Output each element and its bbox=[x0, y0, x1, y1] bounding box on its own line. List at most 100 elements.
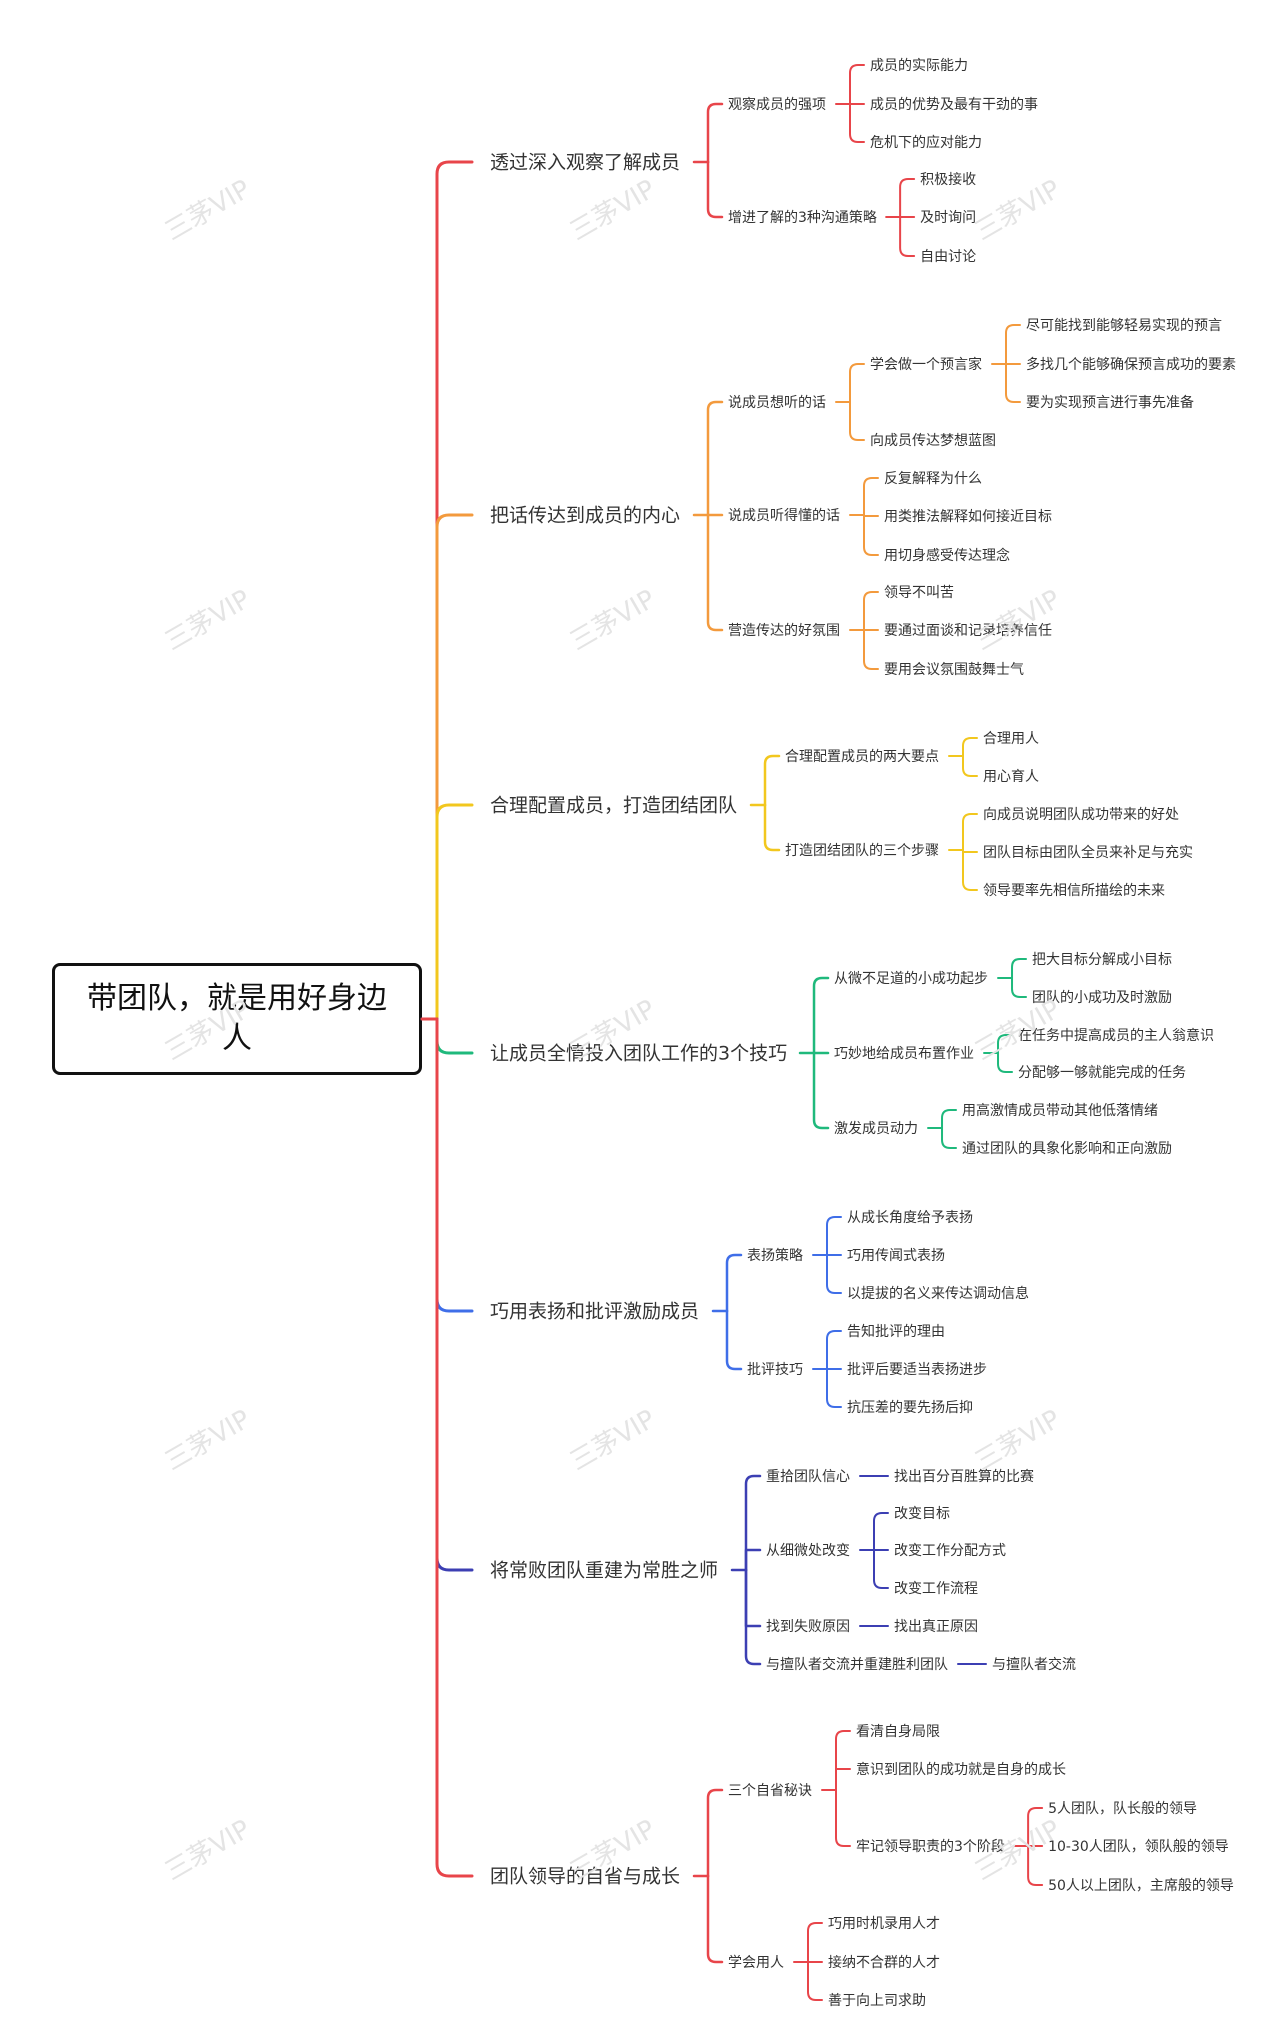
branch-3-label[interactable]: 让成员全情投入团队工作的3个技巧 bbox=[490, 1043, 787, 1065]
node-0-0-0[interactable]: 成员的实际能力 bbox=[870, 58, 968, 74]
node-6-0-1[interactable]: 意识到团队的成功就是自身的成长 bbox=[856, 1761, 1066, 1778]
node-3-2-link-0 bbox=[941, 1109, 958, 1129]
node-1-2[interactable]: 营造传达的好氛围 bbox=[728, 623, 840, 639]
root-node[interactable]: 带团队，就是用好身边人 bbox=[52, 963, 422, 1075]
node-6-1-2[interactable]: 善于向上司求助 bbox=[828, 1993, 926, 2009]
node-5-3-0[interactable]: 与擅队者交流 bbox=[992, 1656, 1076, 1673]
node-6-1[interactable]: 学会用人 bbox=[728, 1955, 784, 1971]
node-3-0-0[interactable]: 把大目标分解成小目标 bbox=[1032, 952, 1172, 968]
node-2-1[interactable]: 打造团结团队的三个步骤 bbox=[785, 842, 939, 859]
node-0-0[interactable]: 观察成员的强项 bbox=[728, 96, 826, 113]
node-6-1-1[interactable]: 接纳不合群的人才 bbox=[828, 1954, 940, 1971]
node-6-1-0[interactable]: 巧用时机录用人才 bbox=[828, 1916, 940, 1932]
node-3-2-1[interactable]: 通过团队的具象化影响和正向激励 bbox=[962, 1140, 1172, 1157]
node-5-0-0[interactable]: 找出百分百胜算的比赛 bbox=[894, 1469, 1034, 1485]
node-5-3[interactable]: 与擅队者交流并重建胜利团队 bbox=[766, 1656, 948, 1673]
node-6-0[interactable]: 三个自省秘诀 bbox=[728, 1783, 812, 1799]
node-4-0-1[interactable]: 巧用传闻式表扬 bbox=[847, 1248, 945, 1264]
node-1-2-0[interactable]: 领导不叫苦 bbox=[884, 585, 954, 601]
node-1-0-0-0[interactable]: 尽可能找到能够轻易实现的预言 bbox=[1026, 318, 1222, 334]
node-1-1-1[interactable]: 用类推法解释如何接近目标 bbox=[884, 508, 1052, 525]
node-4-0-0[interactable]: 从成长角度给予表扬 bbox=[847, 1210, 973, 1226]
node-5-1-0[interactable]: 改变目标 bbox=[894, 1506, 950, 1522]
node-2-0-1[interactable]: 用心育人 bbox=[983, 769, 1039, 785]
node-3-2-0[interactable]: 用高激情成员带动其他低落情绪 bbox=[962, 1102, 1158, 1119]
node-6-1-link-0 bbox=[807, 1922, 823, 1963]
trunk-link-5 bbox=[420, 1017, 474, 1572]
branch-0-label[interactable]: 透过深入观察了解成员 bbox=[490, 152, 680, 174]
node-4-1-2[interactable]: 抗压差的要先扬后抑 bbox=[847, 1400, 973, 1416]
node-0-1-0[interactable]: 积极接收 bbox=[920, 171, 976, 188]
node-1-0-0-2[interactable]: 要为实现预言进行事先准备 bbox=[1026, 394, 1194, 411]
node-4-0-2[interactable]: 以提拔的名义来传达调动信息 bbox=[847, 1285, 1029, 1302]
node-4-0-link-2 bbox=[826, 1254, 842, 1294]
node-6-1-link-2 bbox=[807, 1961, 823, 2001]
node-4-1-link-2 bbox=[826, 1368, 842, 1408]
node-3-1-0[interactable]: 在任务中提高成员的主人翁意识 bbox=[1018, 1027, 1214, 1044]
node-2-1-0[interactable]: 向成员说明团队成功带来的好处 bbox=[983, 807, 1179, 823]
node-1-1-2[interactable]: 用切身感受传达理念 bbox=[884, 547, 1010, 564]
node-1-1-0[interactable]: 反复解释为什么 bbox=[884, 470, 982, 487]
node-5-1-2[interactable]: 改变工作流程 bbox=[894, 1581, 978, 1597]
node-0-0-2[interactable]: 危机下的应对能力 bbox=[870, 134, 982, 151]
node-2-0-0[interactable]: 合理用人 bbox=[983, 731, 1039, 747]
node-5-1[interactable]: 从细微处改变 bbox=[766, 1543, 850, 1559]
node-3-0[interactable]: 从微不足道的小成功起步 bbox=[834, 971, 988, 987]
node-6-0-2-1[interactable]: 10-30人团队，领队般的领导 bbox=[1048, 1839, 1229, 1855]
node-4-1-0[interactable]: 告知批评的理由 bbox=[847, 1323, 945, 1340]
node-6-0-2[interactable]: 牢记领导职责的3个阶段 bbox=[856, 1839, 1005, 1855]
node-1-2-1[interactable]: 要通过面谈和记录培养信任 bbox=[884, 623, 1052, 639]
node-1-1-link-1 bbox=[863, 514, 879, 517]
node-6-0-2-2[interactable]: 50人以上团队，主席般的领导 bbox=[1048, 1878, 1234, 1894]
branch-4-link-0 bbox=[725, 1253, 743, 1313]
trunk-link-0 bbox=[420, 160, 474, 1021]
node-4-1[interactable]: 批评技巧 bbox=[747, 1362, 803, 1378]
node-1-0-link-0 bbox=[849, 363, 865, 403]
node-4-1-1[interactable]: 批评后要适当表扬进步 bbox=[847, 1362, 987, 1378]
node-1-2-2[interactable]: 要用会议氛围鼓舞士气 bbox=[884, 662, 1024, 678]
trunk-link-2 bbox=[420, 803, 474, 1021]
node-3-1[interactable]: 巧妙地给成员布置作业 bbox=[834, 1046, 974, 1062]
node-3-2[interactable]: 激发成员动力 bbox=[834, 1120, 918, 1137]
node-1-1[interactable]: 说成员听得懂的话 bbox=[728, 507, 840, 524]
branch-5-label[interactable]: 将常败团队重建为常胜之师 bbox=[490, 1560, 718, 1582]
node-3-0-1[interactable]: 团队的小成功及时激励 bbox=[1032, 989, 1172, 1006]
branch-4-label[interactable]: 巧用表扬和批评激励成员 bbox=[490, 1301, 699, 1323]
node-2-1-link-2 bbox=[962, 849, 978, 891]
node-3-0-link-0 bbox=[1011, 958, 1028, 979]
trunk-link-1 bbox=[420, 513, 474, 1021]
node-2-1-2[interactable]: 领导要率先相信所描绘的未来 bbox=[983, 882, 1165, 899]
node-2-1-1[interactable]: 团队目标由团队全员来补足与充实 bbox=[983, 844, 1193, 861]
branch-6-label[interactable]: 团队领导的自省与成长 bbox=[490, 1866, 680, 1888]
node-0-1[interactable]: 增进了解的3种沟通策略 bbox=[728, 209, 877, 226]
branch-5-link-2 bbox=[744, 1568, 762, 1628]
node-0-1-2[interactable]: 自由讨论 bbox=[920, 249, 976, 265]
node-5-2-0[interactable]: 找出真正原因 bbox=[894, 1619, 978, 1635]
node-2-1-link-1 bbox=[962, 849, 978, 853]
node-5-1-1[interactable]: 改变工作分配方式 bbox=[894, 1543, 1006, 1559]
node-6-0-0[interactable]: 看清自身局限 bbox=[856, 1724, 940, 1740]
node-1-0-0-1[interactable]: 多找几个能够确保预言成功的要素 bbox=[1026, 356, 1236, 373]
node-1-0[interactable]: 说成员想听的话 bbox=[728, 395, 826, 411]
node-4-0[interactable]: 表扬策略 bbox=[747, 1247, 803, 1264]
node-6-0-2-0[interactable]: 5人团队，队长般的领导 bbox=[1048, 1801, 1197, 1817]
branch-5-link-1 bbox=[744, 1548, 762, 1572]
node-1-2-link-2 bbox=[863, 629, 879, 670]
node-0-0-1[interactable]: 成员的优势及最有干劲的事 bbox=[870, 97, 1038, 113]
node-3-1-1[interactable]: 分配够一够就能完成的任务 bbox=[1018, 1065, 1186, 1081]
node-4-1-link-0 bbox=[826, 1330, 842, 1370]
node-5-2[interactable]: 找到失败原因 bbox=[766, 1619, 850, 1635]
branch-4-link-1 bbox=[725, 1309, 743, 1371]
node-6-0-2-link-0 bbox=[1027, 1807, 1044, 1847]
branch-0-link-0 bbox=[706, 102, 724, 164]
node-0-1-1[interactable]: 及时询问 bbox=[920, 210, 976, 226]
branch-2-label[interactable]: 合理配置成员，打造团结团队 bbox=[490, 795, 737, 817]
branch-1-label[interactable]: 把话传达到成员的内心 bbox=[490, 505, 680, 527]
node-1-0-1[interactable]: 向成员传达梦想蓝图 bbox=[870, 433, 996, 449]
branch-5-link-0 bbox=[744, 1474, 762, 1572]
node-5-0[interactable]: 重拾团队信心 bbox=[766, 1469, 850, 1485]
node-1-0-0[interactable]: 学会做一个预言家 bbox=[870, 356, 982, 373]
node-2-1-link-0 bbox=[962, 813, 978, 851]
node-2-0[interactable]: 合理配置成员的两大要点 bbox=[785, 749, 939, 765]
